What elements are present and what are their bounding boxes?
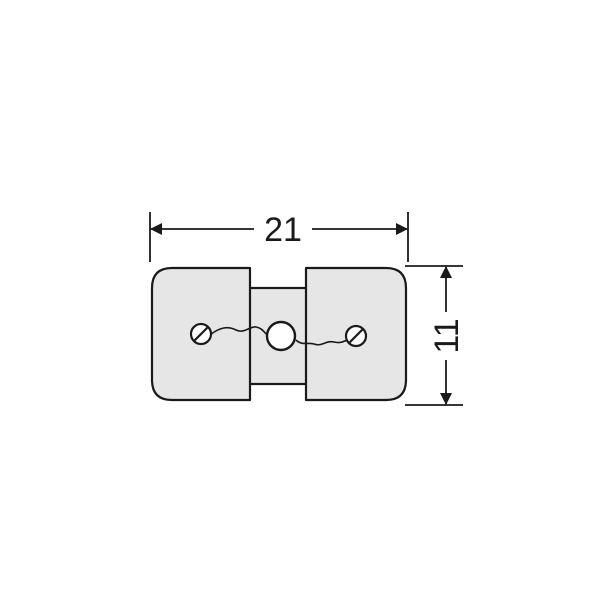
width-dimension: 21 (149, 211, 409, 262)
height-dimension-label: 11 (428, 318, 466, 353)
wire (209, 326, 353, 346)
center-hole (265, 320, 297, 352)
height-dimension: 11 (405, 265, 466, 406)
left-screw-icon (189, 322, 213, 346)
right-screw-icon (344, 324, 368, 348)
width-dimension-label: 21 (264, 211, 302, 249)
